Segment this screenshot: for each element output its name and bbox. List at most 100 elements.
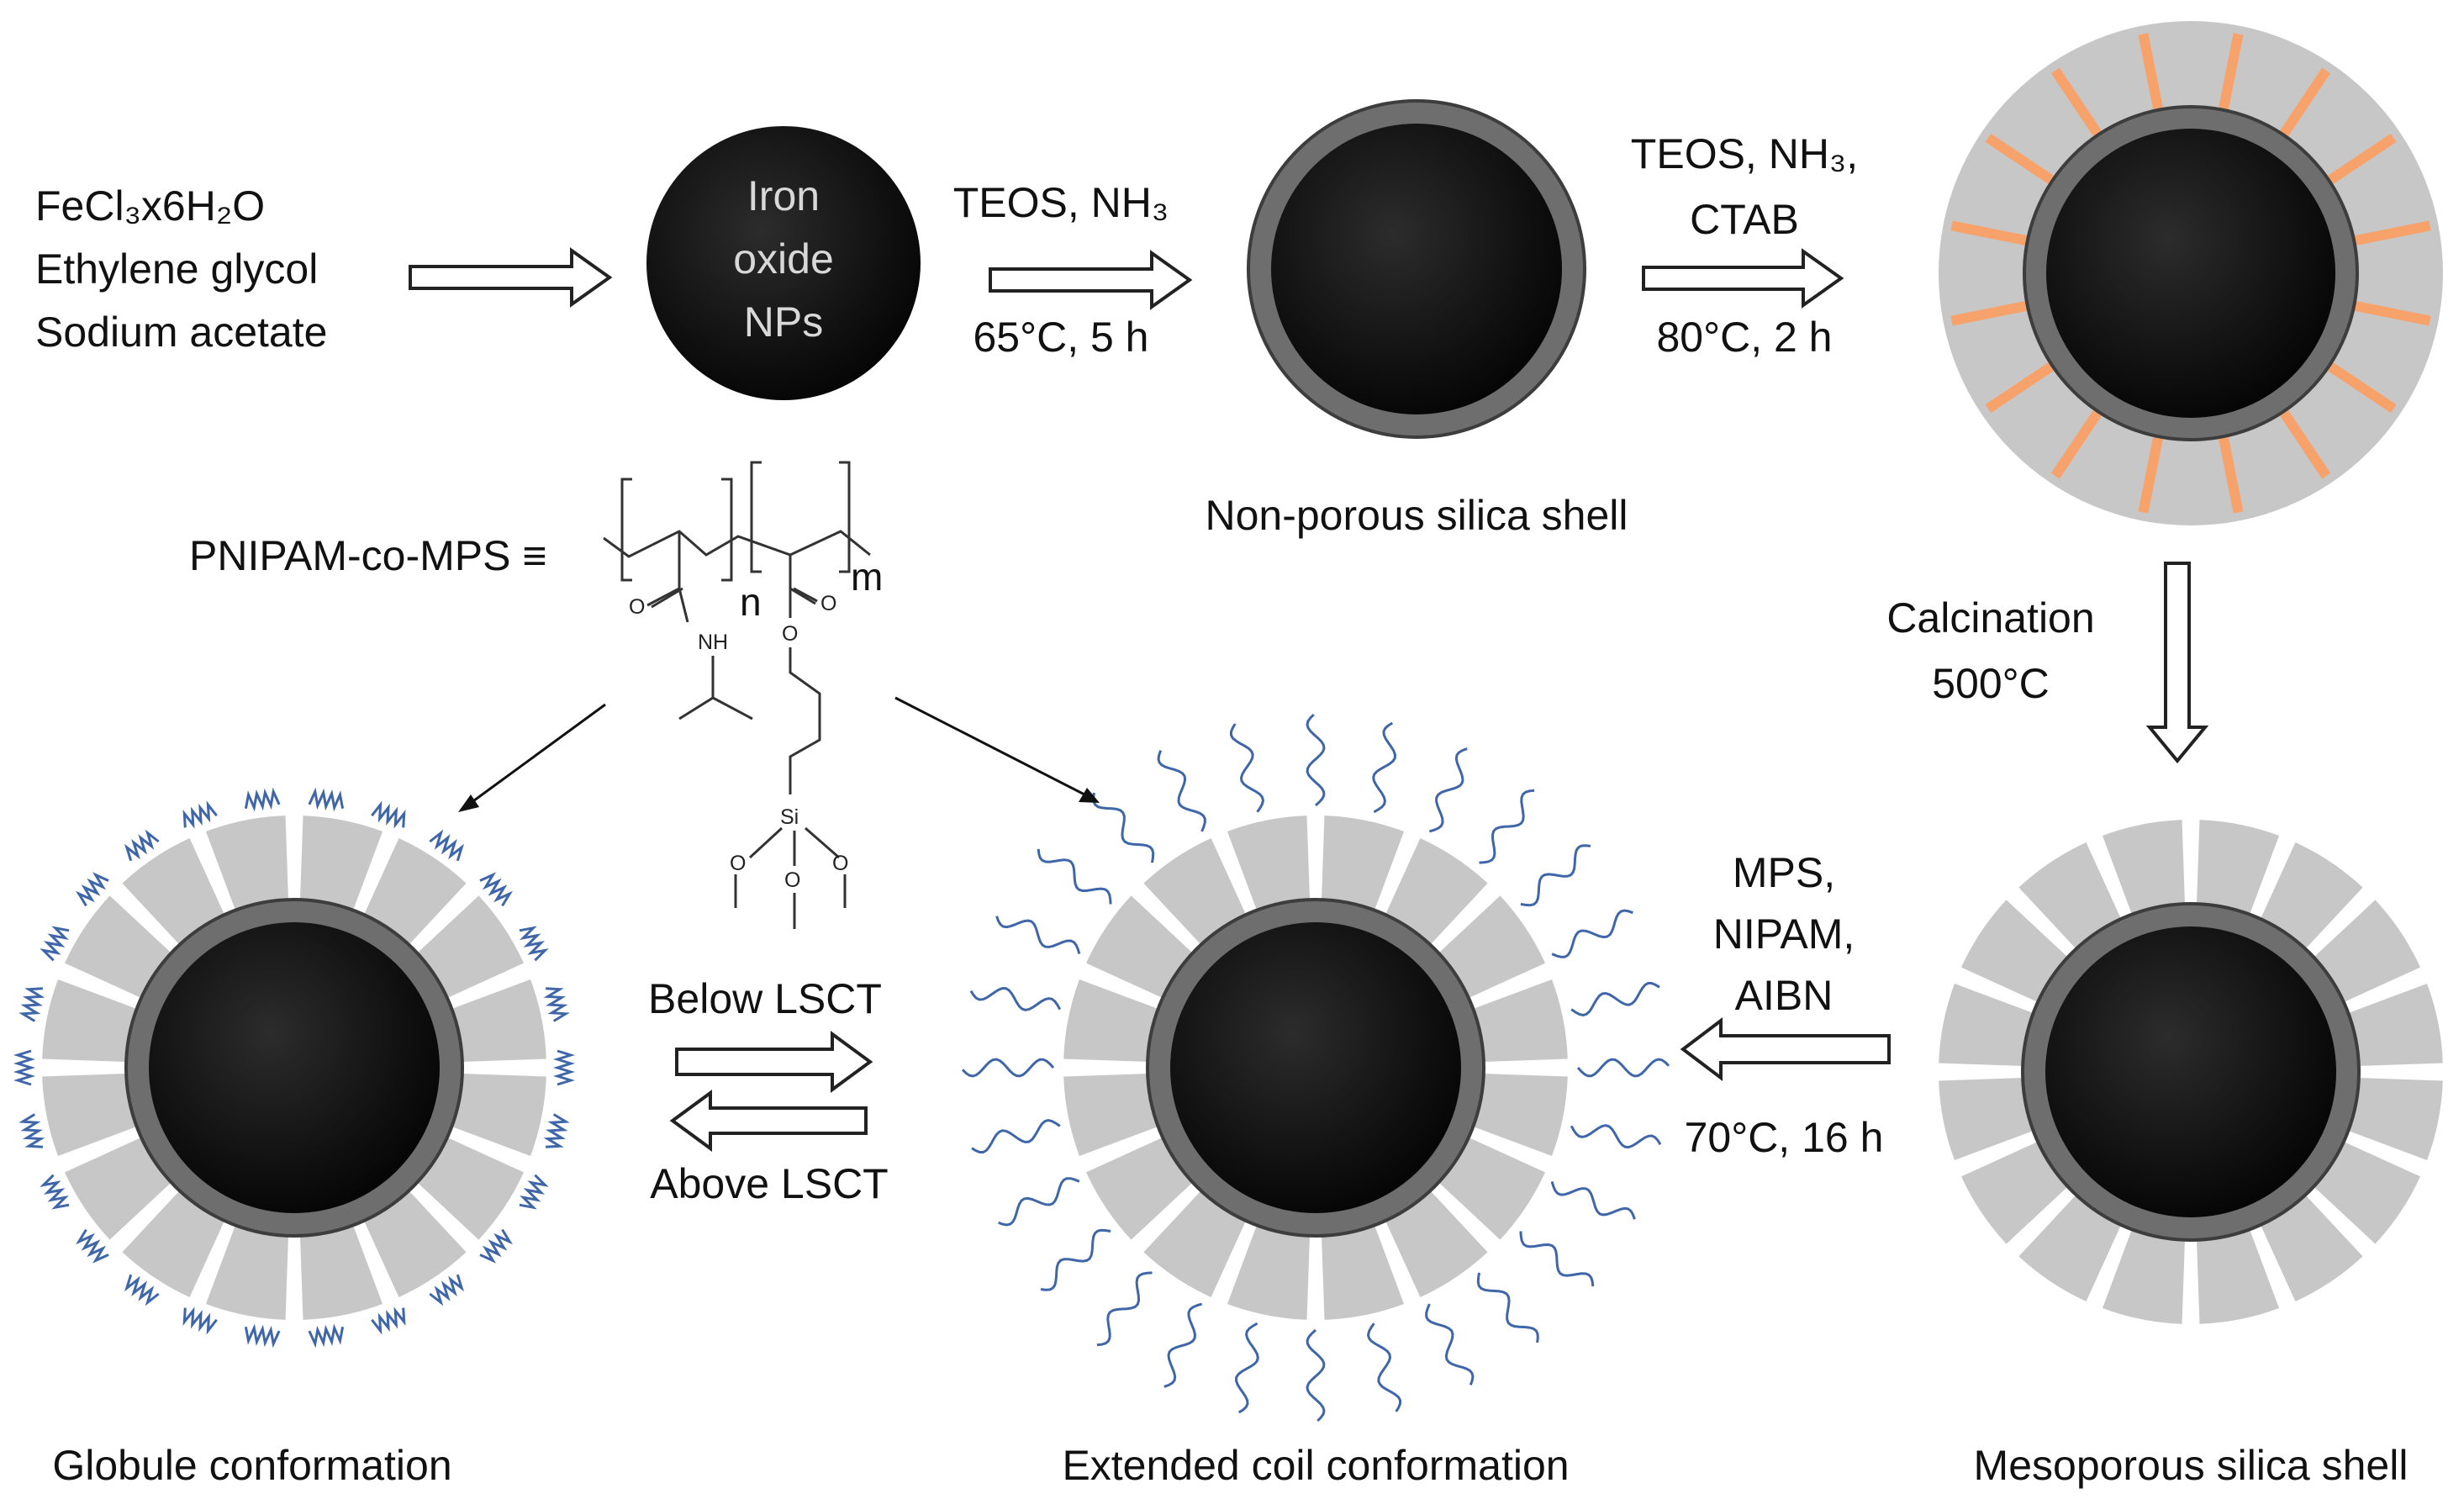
polymer-chain bbox=[971, 1118, 1061, 1153]
pointer-to-globule bbox=[458, 703, 606, 812]
templated-particle bbox=[1939, 21, 2443, 525]
iron-oxide-core bbox=[646, 126, 921, 400]
shell-segment bbox=[2310, 900, 2420, 1005]
polymer-chain bbox=[1551, 909, 1633, 958]
ctab-pore bbox=[1985, 362, 2055, 414]
shell-segment bbox=[2196, 820, 2280, 919]
shell-segment bbox=[1063, 979, 1163, 1063]
shell-segment bbox=[2258, 842, 2363, 953]
shell-segment bbox=[414, 895, 524, 1000]
polymer-chain bbox=[961, 1058, 1055, 1078]
iron-oxide-core bbox=[149, 922, 440, 1213]
polymer-globule bbox=[124, 829, 160, 862]
shell-segment bbox=[414, 1135, 524, 1240]
shell-segment bbox=[299, 815, 383, 915]
polymer-globule bbox=[124, 1274, 160, 1306]
ctab-template-pores bbox=[1950, 33, 2431, 514]
reactants-list: FeCl₃x6H₂O Ethylene glycol Sodium acetat… bbox=[35, 182, 327, 356]
polymer-chain bbox=[1037, 848, 1112, 905]
polymer-globule bbox=[519, 926, 549, 962]
shell-segment bbox=[65, 1135, 175, 1240]
polymer-structure: PNIPAM-co-MPS ≡ n m O NH O O Si O O O bbox=[189, 461, 883, 929]
shell-segment bbox=[2310, 1139, 2420, 1244]
polymer-chain bbox=[1366, 1322, 1401, 1412]
polymer-chain bbox=[1230, 723, 1265, 813]
step1-conditions: 65°C, 5 h bbox=[973, 314, 1148, 361]
below-lsct-label: Below LSCT bbox=[648, 975, 882, 1022]
bracket-n-close bbox=[721, 478, 733, 582]
globule-particle bbox=[13, 787, 576, 1349]
polymer-chain bbox=[1040, 1228, 1111, 1291]
shell-segment bbox=[2344, 983, 2443, 1067]
bracket-n-open bbox=[620, 478, 632, 582]
ctab-pore bbox=[2219, 436, 2244, 514]
step1-reagents: TEOS, NH₃ bbox=[953, 179, 1169, 226]
atom-si: Si bbox=[780, 805, 799, 829]
polymer-globule bbox=[371, 1306, 406, 1335]
iron-oxide-label-line2: oxide bbox=[733, 235, 834, 282]
ctab-pore bbox=[1950, 301, 2028, 326]
shell-segment bbox=[42, 979, 141, 1063]
shell-segment bbox=[1321, 1221, 1405, 1320]
extended-polymer-chains bbox=[961, 713, 1670, 1422]
step4-conditions: 70°C, 16 h bbox=[1685, 1114, 1884, 1161]
arrow-calcination bbox=[2145, 562, 2209, 764]
shell-segment bbox=[205, 1221, 289, 1320]
polymer-backbone: n m O NH O O Si O O O bbox=[603, 461, 883, 929]
mesoporous-shell-segments bbox=[1063, 815, 1568, 1320]
step4-reagent-mps: MPS, bbox=[1733, 849, 1835, 896]
polymer-globule bbox=[182, 1306, 218, 1335]
shell-segment bbox=[1227, 1221, 1311, 1320]
polymer-globule bbox=[429, 829, 465, 862]
shell-segment bbox=[1469, 1073, 1568, 1157]
repeat-index-m: m bbox=[851, 555, 883, 599]
reactant-ethylene-glycol: Ethylene glycol bbox=[35, 245, 318, 293]
ctab-pore bbox=[2219, 33, 2244, 110]
ctab-pore bbox=[2138, 33, 2163, 110]
atom-o-methoxy1: O bbox=[730, 852, 746, 875]
step2-conditions: 80°C, 2 h bbox=[1656, 314, 1832, 361]
atom-o-methoxy2: O bbox=[784, 868, 800, 892]
polymer-globule bbox=[429, 1274, 465, 1306]
polymer-globule bbox=[244, 787, 281, 812]
polymer-chain bbox=[1425, 1303, 1475, 1386]
reactant-fecl3: FeCl₃x6H₂O bbox=[35, 182, 265, 230]
shell-segment bbox=[361, 1187, 467, 1297]
extended-coil-particle bbox=[961, 713, 1670, 1422]
bracket-m-open bbox=[750, 461, 762, 573]
ctab-pore bbox=[2354, 220, 2431, 245]
shell-segment bbox=[447, 979, 546, 1063]
calcination-label: Calcination bbox=[1886, 594, 2094, 641]
ctab-pore bbox=[2050, 409, 2102, 479]
ctab-pore bbox=[2327, 133, 2397, 184]
step4-reagent-aibn: AIBN bbox=[1735, 972, 1833, 1019]
polymer-globule bbox=[543, 987, 570, 1022]
shell-segment bbox=[361, 838, 467, 948]
mesoporous-shell-segments bbox=[1939, 820, 2443, 1324]
shell-segment bbox=[2196, 1225, 2280, 1324]
step2-reagents-line2: CTAB bbox=[1690, 196, 1799, 243]
arrow-step1 bbox=[989, 250, 1193, 310]
shell-segment bbox=[1383, 1187, 1488, 1297]
polymer-chain bbox=[969, 986, 1062, 1011]
ctab-pore bbox=[2138, 436, 2163, 514]
ctab-pore bbox=[2050, 67, 2102, 137]
shell-segment bbox=[2344, 1077, 2443, 1161]
shell-segment bbox=[447, 1073, 546, 1157]
globule-label: Globule conformation bbox=[52, 1442, 451, 1489]
arrow-reactants-to-iron-oxide bbox=[409, 247, 613, 308]
polymer-globule bbox=[308, 1323, 345, 1349]
shell-segment bbox=[1961, 1139, 2071, 1244]
polymer-globule bbox=[519, 1174, 549, 1210]
polymer-chain bbox=[1096, 1271, 1153, 1347]
polymer-globule bbox=[76, 1228, 109, 1264]
non-porous-label: Non-porous silica shell bbox=[1205, 492, 1628, 539]
shell-segment bbox=[42, 1073, 141, 1157]
polymer-chain bbox=[1570, 1124, 1662, 1149]
extended-coil-label: Extended coil conformation bbox=[1062, 1442, 1569, 1489]
polymer-globule bbox=[18, 1113, 45, 1148]
polymer-chain bbox=[1092, 792, 1155, 863]
polymer-chain bbox=[1306, 713, 1326, 807]
shell-segment bbox=[2102, 1225, 2186, 1324]
shell-segment bbox=[1469, 979, 1568, 1063]
